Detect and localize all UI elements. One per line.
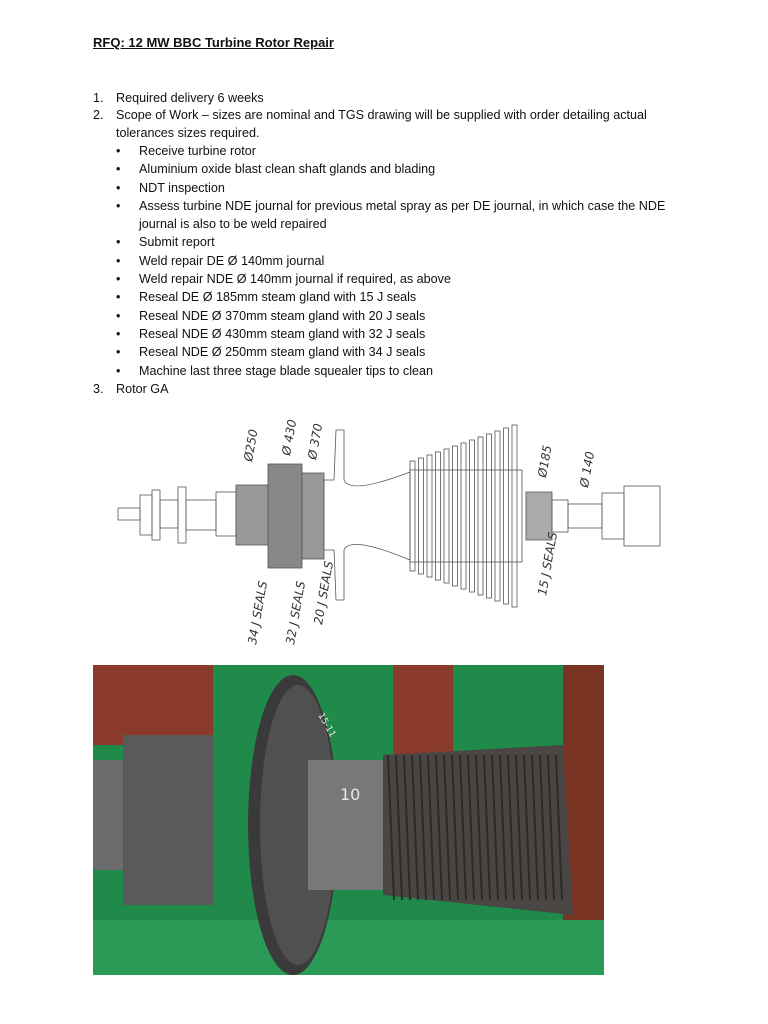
blade-row bbox=[435, 451, 441, 581]
blade-row bbox=[426, 454, 433, 578]
bullet-item: NDT inspection bbox=[116, 179, 676, 198]
note-d185: Ø185 bbox=[535, 444, 555, 479]
note-d250: Ø250 bbox=[241, 428, 261, 464]
blade-row bbox=[486, 433, 492, 599]
note-seals15: 15 J SEALS bbox=[535, 531, 560, 597]
photo-blade bbox=[411, 754, 419, 901]
photo-blade bbox=[403, 754, 411, 901]
bullet-item: Machine last three stage blade squealer … bbox=[116, 362, 676, 381]
scope-bullet-list: Receive turbine rotor Aluminium oxide bl… bbox=[116, 142, 676, 380]
chalk-number: 10 bbox=[340, 785, 360, 804]
note-d140: Ø 140 bbox=[577, 450, 597, 489]
photo-blade bbox=[419, 754, 427, 901]
note-seals34: 34 J SEALS bbox=[245, 580, 270, 646]
photo-blade bbox=[387, 754, 395, 901]
rotor-photo: 10 15-11 bbox=[93, 665, 604, 975]
bullet-item: Reseal DE Ø 185mm steam gland with 15 J … bbox=[116, 288, 676, 307]
photo-blade bbox=[443, 754, 451, 901]
photo-blade bbox=[531, 754, 539, 901]
bullet-item: Submit report bbox=[116, 233, 676, 252]
photo-blade bbox=[539, 754, 547, 901]
bullet-item: Reseal NDE Ø 370mm steam gland with 20 J… bbox=[116, 307, 676, 326]
blade-row bbox=[418, 457, 424, 575]
photo-blade bbox=[467, 754, 475, 901]
blade-row bbox=[511, 424, 518, 608]
bullet-item: Receive turbine rotor bbox=[116, 142, 676, 161]
photo-blade bbox=[547, 754, 555, 901]
blade-row bbox=[443, 448, 450, 584]
bullet-item: Aluminium oxide blast clean shaft glands… bbox=[116, 160, 676, 179]
blade-row bbox=[469, 439, 475, 593]
blade-row bbox=[477, 436, 484, 596]
list-number: 1. bbox=[93, 91, 104, 105]
note-seals20: 20 J SEALS bbox=[311, 560, 336, 626]
photo-blade bbox=[435, 754, 443, 901]
photo-blade bbox=[451, 754, 459, 901]
photo-blade bbox=[491, 754, 499, 901]
photo-blade bbox=[499, 754, 507, 901]
bullet-item: Weld repair NDE Ø 140mm journal if requi… bbox=[116, 270, 676, 289]
blade-row bbox=[503, 427, 509, 605]
photo-blade bbox=[475, 754, 483, 901]
bullet-item: Reseal NDE Ø 250mm steam gland with 34 J… bbox=[116, 343, 676, 362]
list-text: Rotor GA bbox=[116, 382, 169, 396]
photo-blade bbox=[459, 754, 467, 901]
rotor-ga-drawing: Ø250 Ø 430 Ø 370 Ø185 Ø 140 34 J SEALS 3… bbox=[117, 418, 661, 646]
photo-blade bbox=[507, 754, 515, 901]
bullet-item: Assess turbine NDE journal for previous … bbox=[116, 197, 676, 234]
photo-blade bbox=[483, 754, 491, 901]
photo-blade bbox=[555, 754, 563, 901]
bullet-item: Weld repair DE Ø 140mm journal bbox=[116, 252, 676, 271]
photo-blade bbox=[395, 754, 403, 901]
note-d370: Ø 370 bbox=[305, 422, 325, 461]
blade-row bbox=[452, 445, 458, 587]
list-text: Scope of Work – sizes are nominal and TG… bbox=[116, 108, 647, 140]
photo-blade bbox=[523, 754, 531, 901]
list-number: 3. bbox=[93, 382, 104, 396]
note-d430: Ø 430 bbox=[279, 418, 299, 457]
photo-blade bbox=[515, 754, 523, 901]
blade-row bbox=[460, 442, 467, 590]
blade-row bbox=[494, 430, 501, 602]
note-seals32: 32 J SEALS bbox=[283, 580, 308, 646]
document-title: RFQ: 12 MW BBC Turbine Rotor Repair bbox=[93, 35, 334, 50]
blade-row bbox=[409, 460, 416, 572]
list-number: 2. bbox=[93, 108, 104, 122]
bullet-item: Reseal NDE Ø 430mm steam gland with 32 J… bbox=[116, 325, 676, 344]
list-text: Required delivery 6 weeks bbox=[116, 91, 264, 105]
photo-blade bbox=[427, 754, 435, 901]
